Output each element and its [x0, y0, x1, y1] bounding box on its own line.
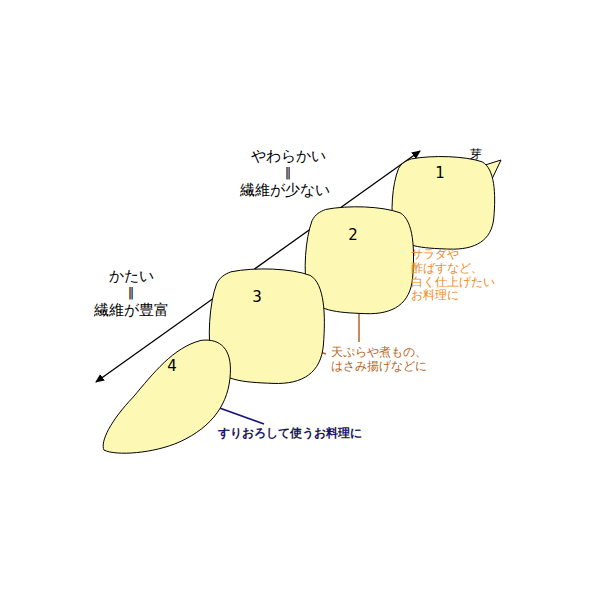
scale-label: 繊維が豊富	[94, 302, 169, 319]
scale-label: やわらかい	[251, 148, 326, 165]
segment-outline	[100, 338, 233, 456]
scale-label: かたい	[109, 268, 154, 285]
segment-number: 3	[252, 289, 262, 306]
segment-number: 2	[348, 227, 358, 244]
use-note: すりおろして使うお料理に	[218, 427, 362, 441]
equals-mark: ‖	[128, 286, 135, 301]
segment-number: 1	[435, 165, 445, 182]
equals-mark: ‖	[285, 166, 292, 181]
lotus-segment: 4	[100, 338, 233, 456]
use-note: 天ぷらや煮もの、 はさみ揚げなどに	[331, 346, 443, 374]
use-note: サラダや 酢ばすなど、 白く仕上げたい お料理に	[411, 248, 507, 303]
scale-label: 繊維が少ない	[240, 182, 330, 199]
sprout-label: 芽	[470, 148, 482, 162]
segment-number: 4	[167, 358, 177, 375]
